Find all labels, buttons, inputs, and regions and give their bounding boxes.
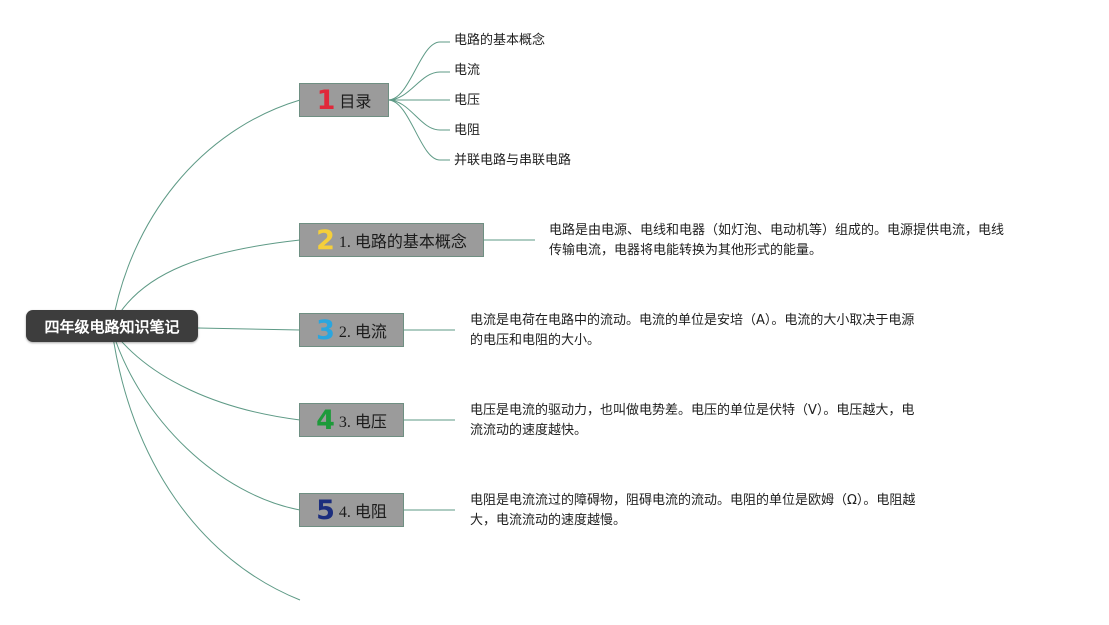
branch-label: 2. 电流 (338, 324, 387, 341)
connector-root-branch-3 (197, 327, 301, 331)
description-line: 传输电流，电器将电能转换为其他形式的能量。 (549, 243, 823, 258)
toc-item-current[interactable]: 电流 (454, 63, 481, 78)
description-circuit-basics: 电路是由电源、电线和电器（如灯泡、电动机等）组成的。电源提供电流，电线 传输电流… (549, 221, 1004, 261)
branch-label: 目录 (339, 94, 372, 111)
description-voltage: 电压是电流的驱动力，也叫做电势差。电压的单位是伏特（V）。电压越大，电 流流动的… (470, 401, 914, 441)
number-3-icon: 3 (316, 314, 335, 346)
toc-item-resistance[interactable]: 电阻 (454, 123, 481, 138)
description-current: 电流是电荷在电路中的流动。电流的单位是安培（A）。电流的大小取决于电源 的电压和… (470, 311, 914, 351)
description-line: 电路是由电源、电线和电器（如灯泡、电动机等）组成的。电源提供电流，电线 (549, 223, 1005, 238)
description-line: 的电压和电阻的大小。 (470, 333, 601, 348)
connector-root-branch-6 (111, 329, 301, 601)
root-title: 四年级电路知识笔记 (44, 317, 180, 336)
root-node[interactable]: 四年级电路知识笔记 (26, 310, 198, 342)
description-line: 流流动的速度越快。 (470, 423, 588, 438)
description-resistance: 电阻是电流流过的障碍物，阻碍电流的流动。电阻的单位是欧姆（Ω）。电阻越 大，电流… (470, 491, 915, 531)
number-1-icon: 1 (316, 84, 336, 116)
branch-label: 4. 电阻 (338, 504, 387, 521)
connector-root-toc (111, 99, 301, 327)
connector-toc-1 (387, 41, 450, 101)
toc-item-circuit-basics[interactable]: 电路的基本概念 (454, 33, 546, 48)
toc-item-voltage[interactable]: 电压 (454, 93, 481, 108)
branch-toc[interactable]: 1 目录 (299, 83, 389, 117)
description-line: 电压是电流的驱动力，也叫做电势差。电压的单位是伏特（V）。电压越大，电 (470, 403, 915, 418)
description-line: 电阻是电流流过的障碍物，阻碍电流的流动。电阻的单位是欧姆（Ω）。电阻越 (470, 493, 916, 508)
branch-voltage[interactable]: 4 3. 电压 (299, 403, 404, 437)
description-line: 大，电流流动的速度越慢。 (470, 513, 627, 528)
number-4-icon: 4 (316, 404, 335, 436)
branch-current[interactable]: 3 2. 电流 (299, 313, 404, 347)
number-5-icon: 5 (316, 494, 335, 526)
toc-item-parallel-series[interactable]: 并联电路与串联电路 (454, 153, 572, 168)
connector-toc-4 (387, 99, 450, 131)
connector-root-branch-2 (111, 239, 301, 327)
description-line: 电流是电荷在电路中的流动。电流的单位是安培（A）。电流的大小取决于电源 (470, 313, 915, 328)
connector-root-branch-4 (111, 329, 301, 421)
connector-toc-5 (387, 99, 450, 161)
connector-root-branch-5 (111, 329, 301, 511)
connector-toc-2 (387, 71, 450, 101)
branch-circuit-basics[interactable]: 2 1. 电路的基本概念 (299, 223, 484, 257)
branch-label: 3. 电压 (338, 414, 387, 431)
branch-resistance[interactable]: 5 4. 电阻 (299, 493, 404, 527)
number-2-icon: 2 (316, 224, 335, 256)
branch-label: 1. 电路的基本概念 (338, 234, 467, 251)
